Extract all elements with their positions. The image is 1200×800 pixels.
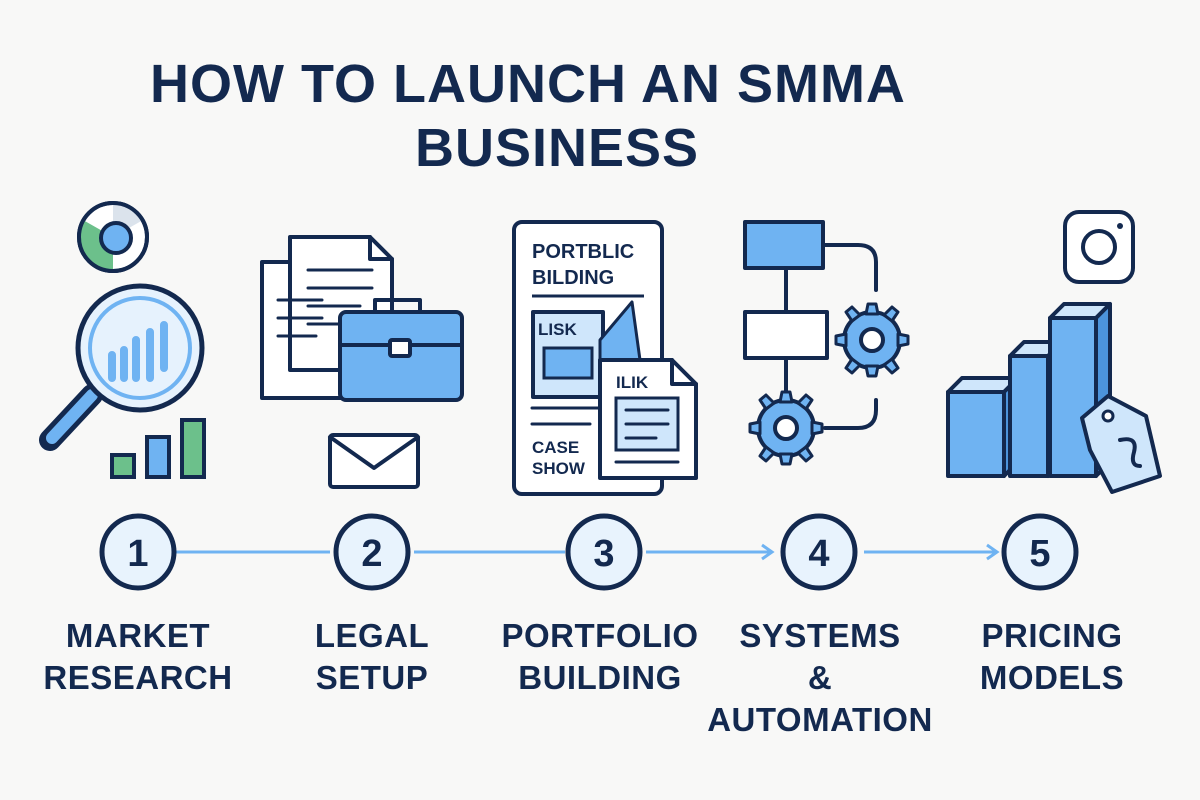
documents-briefcase-icon <box>260 235 464 489</box>
step-label-2-line-2: SETUP <box>315 659 429 696</box>
step-label-3-line-2: BUILDING <box>518 659 682 696</box>
step-circle-2: 2 <box>333 513 411 591</box>
portfolio-document-icon: PORTBLIC BILDING LISK CASE SHOW ILIK <box>512 220 698 496</box>
gear-icon <box>748 390 824 466</box>
portfolio-footer-2: SHOW <box>532 459 586 478</box>
step-label-5-line-2: MODELS <box>979 659 1125 696</box>
step-label-1: MARKET RESEARCH <box>18 615 258 699</box>
step-label-5: PRICING MODELS <box>932 615 1172 699</box>
step-number-4: 4 <box>808 533 829 575</box>
step-number-3: 3 <box>593 533 614 575</box>
step-circle-1: 1 <box>99 513 177 591</box>
portfolio-heading-2: BILDING <box>532 267 614 289</box>
portfolio-tag-2: ILIK <box>616 373 649 392</box>
page-title: HOW TO LAUNCH AN SMMA BUSINESS <box>150 52 1010 180</box>
step-label-2-line-1: LEGAL <box>314 617 430 654</box>
flowchart-gears-icon <box>743 220 910 466</box>
portfolio-tag-1: LISK <box>538 320 577 339</box>
step-circle-3: 3 <box>565 513 643 591</box>
step-label-5-line-1: PRICING <box>981 617 1123 654</box>
step-number-2: 2 <box>361 533 382 575</box>
step-circle-4: 4 <box>780 513 858 591</box>
step-connectors <box>174 543 1000 561</box>
step-label-4-line-2: & AUTOMATION <box>707 659 933 738</box>
step-label-3: PORTFOLIO BUILDING <box>480 615 720 699</box>
step-number-1: 1 <box>127 533 148 575</box>
step-label-3-line-1: PORTFOLIO <box>501 617 699 654</box>
step-label-2: LEGAL SETUP <box>252 615 492 699</box>
bar-chart-pricetag-icon <box>946 210 1162 494</box>
step-label-1-line-2: RESEARCH <box>43 659 233 696</box>
price-tag-icon <box>1080 394 1162 494</box>
step-label-4: SYSTEMS & AUTOMATION <box>700 615 940 741</box>
magnifier-chart-icon <box>39 201 206 479</box>
gear-icon <box>834 302 910 378</box>
portfolio-heading-1: PORTBLIC <box>532 241 634 263</box>
title-line-1: HOW TO LAUNCH AN SMMA <box>150 54 906 114</box>
portfolio-footer-1: CASE <box>532 438 579 457</box>
title-line-2: BUSINESS <box>415 118 700 178</box>
instagram-icon <box>1063 210 1135 284</box>
envelope-icon <box>328 433 420 489</box>
step-label-1-line-1: MARKET <box>65 617 211 654</box>
step-circle-5: 5 <box>1001 513 1079 591</box>
step-number-5: 5 <box>1029 533 1050 575</box>
step-label-4-line-1: SYSTEMS <box>739 617 901 654</box>
chrome-like-logo-icon <box>77 201 149 273</box>
